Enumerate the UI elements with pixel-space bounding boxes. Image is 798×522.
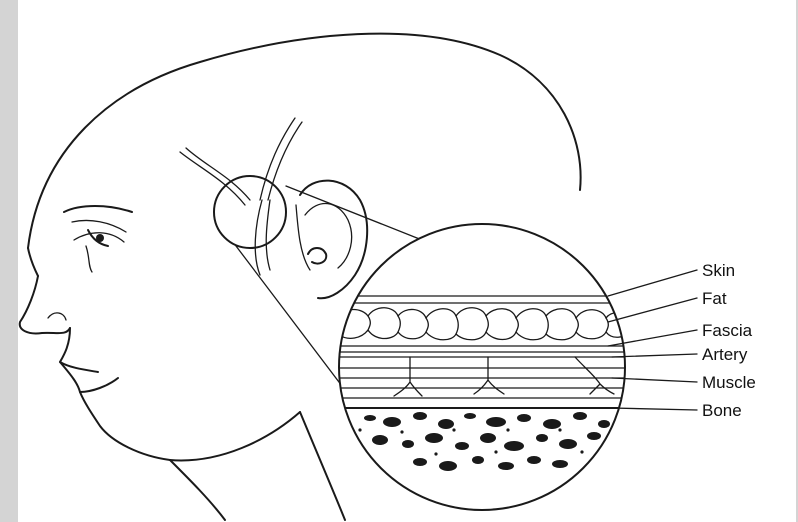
label-fascia: Fascia: [702, 321, 753, 340]
magnifier-line-bottom: [236, 246, 345, 390]
eye-region: [64, 206, 132, 272]
label-artery: Artery: [702, 345, 748, 364]
label-bone: Bone: [702, 401, 742, 420]
temporal-vessel: [180, 118, 302, 275]
ear: [296, 181, 367, 299]
label-fat: Fat: [702, 289, 727, 308]
label-muscle: Muscle: [702, 373, 756, 392]
label-skin: Skin: [702, 261, 735, 280]
temple-focus-circle: [214, 176, 286, 248]
layer-labels: Skin Fat Fascia Artery Muscle Bone: [702, 261, 756, 420]
magnified-layers: [330, 224, 640, 510]
